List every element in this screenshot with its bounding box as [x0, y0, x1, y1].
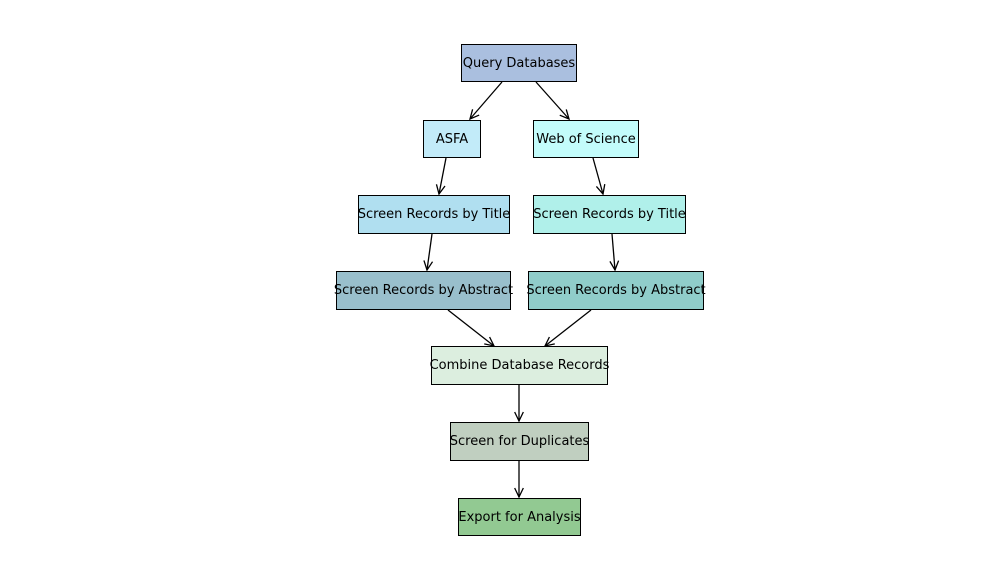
node-web-of-science: Web of Science — [533, 120, 639, 158]
edge-query-to-asfa — [469, 81, 503, 121]
edge-line — [426, 233, 433, 271]
edge-wos-to-wos_title — [592, 157, 606, 196]
arrow-head-icon — [423, 260, 434, 272]
node-wos-screen-title: Screen Records by Title — [533, 195, 686, 234]
edge-combine-to-dup — [514, 385, 524, 423]
edge-asfa_title-to-asfa_abs — [423, 233, 434, 272]
edge-asfa-to-asfa_title — [435, 157, 447, 196]
arrow-head-icon — [559, 109, 570, 121]
edge-wos_abs-to-combine — [543, 309, 592, 347]
edge-line — [544, 309, 592, 347]
arrow-head-icon — [543, 336, 555, 347]
edge-line — [611, 233, 616, 271]
arrow-head-icon — [609, 260, 620, 272]
node-query-databases: Query Databases — [461, 44, 577, 82]
node-export-analysis: Export for Analysis — [458, 498, 581, 536]
arrow-head-icon — [514, 411, 524, 423]
edge-asfa_abs-to-combine — [447, 309, 496, 347]
edge-line — [469, 81, 503, 120]
arrow-head-icon — [595, 184, 606, 196]
arrow-head-icon — [484, 336, 496, 347]
node-screen-duplicates: Screen for Duplicates — [450, 422, 589, 461]
node-combine-records: Combine Database Records — [430, 346, 609, 385]
node-asfa-screen-title: Screen Records by Title — [358, 195, 510, 234]
edge-wos_title-to-wos_abs — [609, 233, 620, 272]
edge-line — [447, 309, 495, 347]
node-wos-screen-abstract: Screen Records by Abstract — [526, 271, 706, 310]
edge-dup-to-export — [514, 461, 524, 499]
edge-line — [535, 81, 570, 120]
edge-line — [592, 157, 604, 195]
arrow-head-icon — [469, 109, 480, 121]
arrow-head-icon — [435, 184, 446, 196]
node-asfa-screen-abstract: Screen Records by Abstract — [334, 271, 513, 310]
arrow-head-icon — [514, 487, 524, 499]
edge-query-to-wos — [535, 81, 570, 121]
node-asfa: ASFA — [423, 120, 481, 158]
edge-line — [438, 157, 447, 195]
